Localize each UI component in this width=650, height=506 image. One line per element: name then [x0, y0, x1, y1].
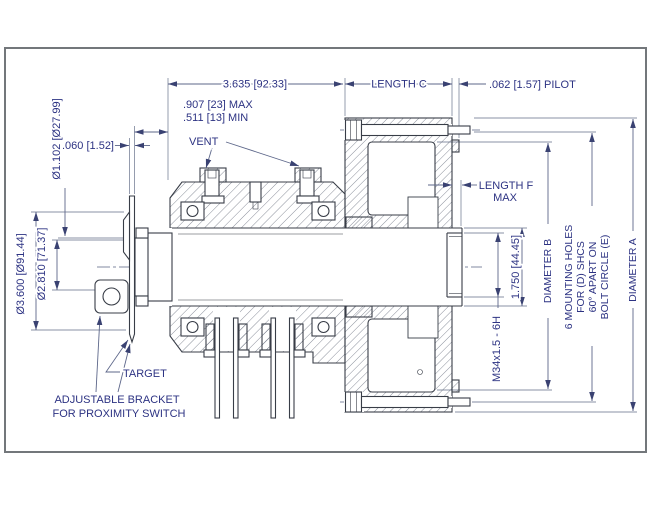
pilot-step-bottom: [451, 379, 460, 393]
target-block-top: [135, 227, 149, 239]
label-length-f-max: MAX: [493, 192, 518, 204]
bearing-top-left: [180, 201, 205, 221]
pilot-step-top: [451, 139, 460, 153]
label-length-f: LENGTH F: [479, 180, 534, 192]
tube-right: [259, 317, 306, 419]
shaft: [134, 227, 463, 307]
label-diameter-b: DIAMETER B: [542, 239, 554, 303]
label-diameter-a: DIAMETER A: [627, 238, 639, 302]
label-511-min: .511 [13] MIN: [183, 112, 248, 124]
bearing-retainer-top: [345, 216, 373, 229]
shaft-collar: [147, 232, 173, 302]
bearing-retainer-bottom: [345, 305, 373, 318]
vent-leader-right: [225, 141, 300, 167]
vent-plug-right: [294, 167, 322, 204]
label-bracket-1: ADJUSTABLE BRACKET: [54, 394, 179, 406]
label-target: TARGET: [123, 368, 167, 380]
label-dia-2810: Ø2.810 [71.37]: [36, 228, 48, 301]
bracket-plate: [128, 195, 136, 344]
extension-lines: [31, 78, 637, 413]
label-907-max: .907 [23] MAX: [183, 99, 253, 111]
vent-leader-left: [205, 147, 213, 169]
label-pilot: .062 [1.57] PILOT: [489, 79, 576, 91]
target-block-bottom: [135, 295, 149, 307]
bearing-bottom-right: [311, 317, 336, 337]
label-bracket-2: FOR PROXIMITY SWITCH: [52, 408, 185, 420]
shcs-bolt-bottom: [344, 391, 471, 413]
bracket-leader-2: [117, 343, 131, 393]
tube-left: [203, 317, 250, 419]
bearing-top-right: [311, 201, 336, 221]
target-leader: [105, 339, 129, 373]
adjustable-bracket: [94, 195, 136, 344]
leader-lines: [95, 141, 300, 393]
shcs-bolt-top: [344, 119, 471, 141]
label-length-c: LENGTH C: [371, 79, 427, 91]
dimension-lines: [33, 81, 636, 411]
label-1750: 1.750 [44.45]: [510, 235, 522, 299]
vent-plug-left: [199, 167, 227, 204]
label-dia-3600: Ø3.600 [Ø91.44]: [15, 233, 27, 314]
label-mounting-3: 60° APART ON: [587, 242, 599, 313]
bracket-joggle: [122, 210, 131, 262]
port-tubes: [203, 307, 306, 419]
center-port: [249, 181, 262, 210]
label-mounting-1: 6 MOUNTING HOLES: [563, 225, 575, 329]
bearings: [180, 201, 336, 337]
bracket-leader-1: [95, 315, 103, 393]
label-060: .060 [1.52]: [62, 140, 114, 152]
label-dim-3635: 3.635 [92.33]: [223, 79, 287, 91]
proximity-switch-hole: [102, 287, 121, 306]
label-dia-1102: Ø1.102 [Ø27.99]: [51, 98, 63, 179]
annotations: 3.635 [92.33] LENGTH C .062 [1.57] PILOT…: [13, 77, 640, 422]
bearing-bottom-left: [180, 317, 205, 337]
label-mounting-4: BOLT CIRCLE (E): [599, 235, 611, 320]
label-m34: M34x1.5 - 6H: [491, 316, 503, 382]
label-mounting-2: FOR (D) SHCS: [575, 241, 587, 313]
label-vent: VENT: [189, 136, 219, 148]
threaded-bore: [446, 232, 462, 298]
